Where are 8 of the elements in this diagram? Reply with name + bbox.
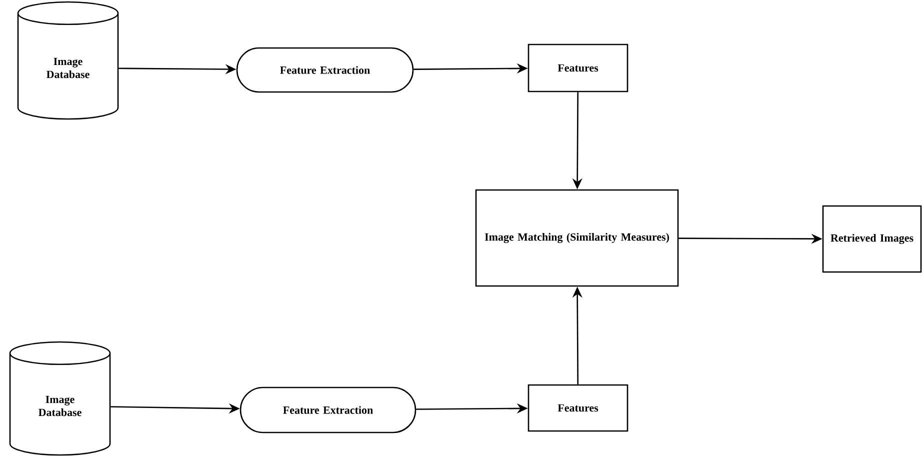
process-box: Retrieved Images [822, 205, 922, 273]
process-box: Features [528, 44, 628, 92]
database-cylinder: Image Database [17, 1, 119, 120]
process-box: Features [528, 384, 628, 432]
database-cylinder: Image Database [9, 341, 111, 456]
process-box: Image Matching (Similarity Measures) [475, 189, 679, 287]
process-pill: Feature Extraction [236, 47, 414, 93]
process-pill: Feature Extraction [240, 386, 416, 434]
